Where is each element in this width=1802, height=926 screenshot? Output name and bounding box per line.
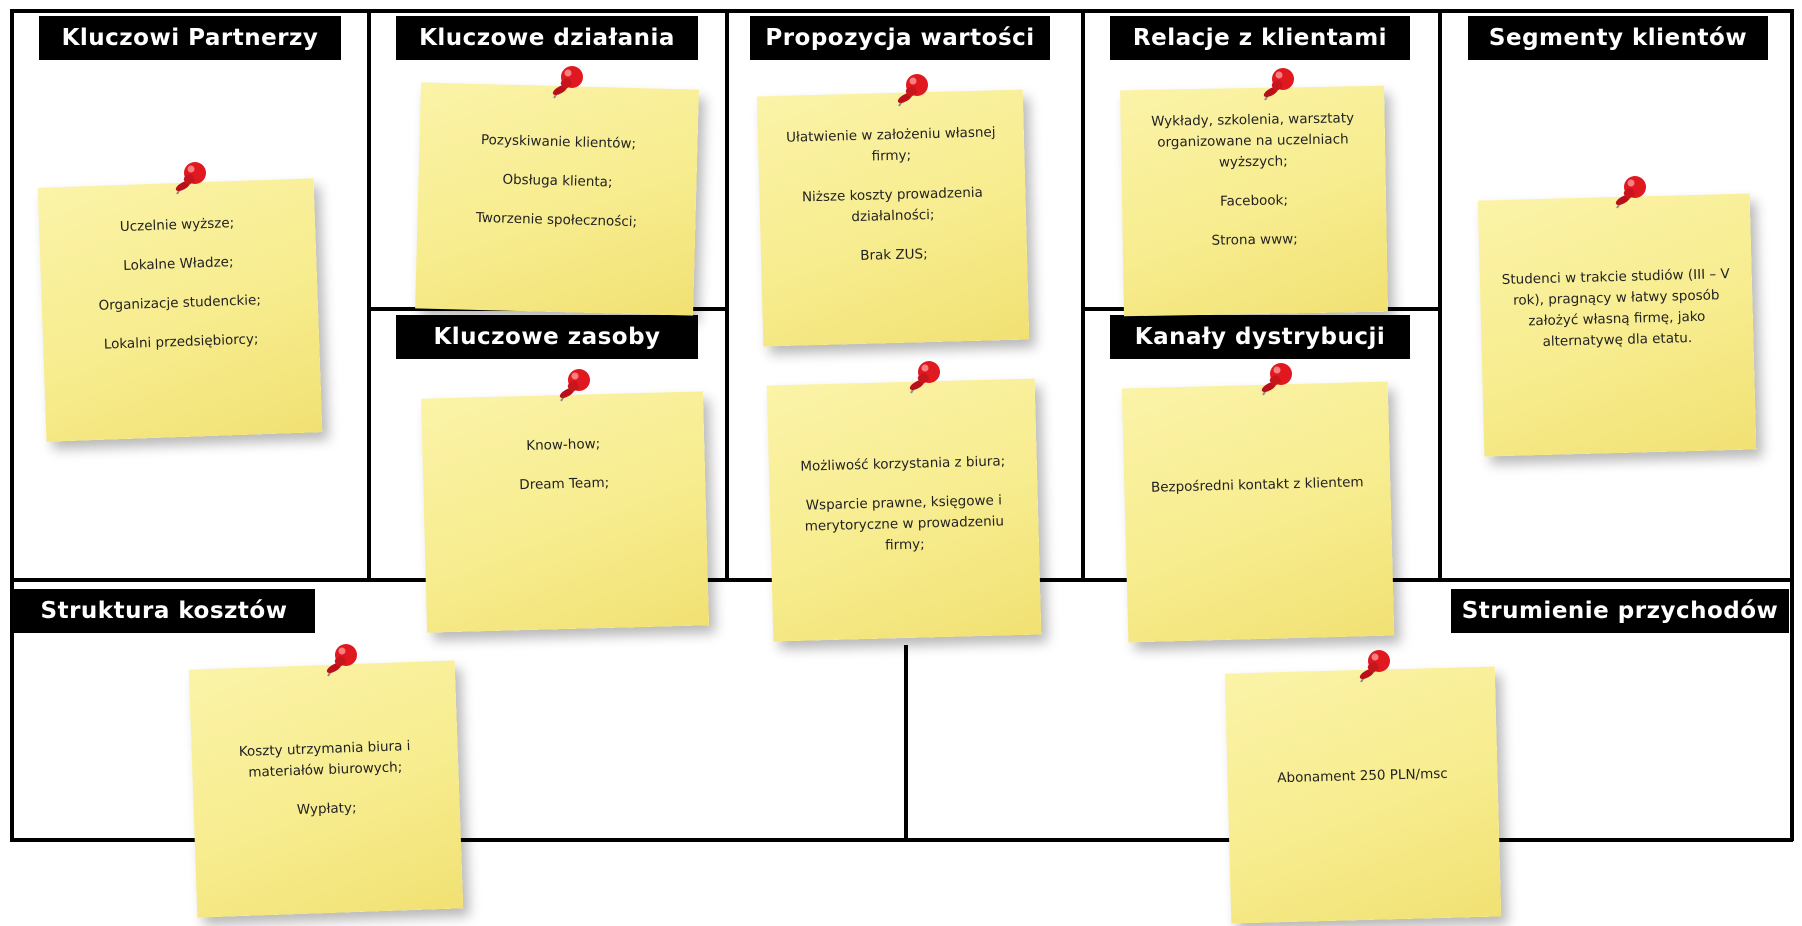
note-item: Koszty utrzymania biura i materiałów biu… [238,738,411,781]
note-item: Lokalne Władze; [123,254,234,274]
header-key-activities: Kluczowe działania [396,16,698,60]
note-item: Dream Team; [519,474,610,494]
top-border [10,9,1793,13]
note-item: Strona www; [1211,230,1298,249]
pushpin-icon [897,74,928,107]
note-item: Wsparcie prawne, księgowe i merytoryczne… [804,492,1005,554]
pushpin-icon [326,644,357,677]
header-key-partners: Kluczowi Partnerzy [39,16,341,60]
divider-v-bottom [904,645,908,841]
note-item: Know-how; [526,436,601,454]
note-item: Ułatwienie w założeniu własnej firmy; [785,124,996,165]
pushpin-icon [1615,176,1646,209]
divider-v4 [1438,9,1442,581]
note-item: Tworzenie społeczności; [475,209,638,230]
header-revenue-streams: Strumienie przychodów [1451,589,1789,633]
note-key-partners: Uczelnie wyższe; Lokalne Władze; Organiz… [37,178,323,442]
header-cost-structure: Struktura kosztów [13,589,315,633]
note-revenue-streams: Abonament 250 PLN/msc [1224,666,1502,924]
note-item: Lokalni przedsiębiorcy; [103,331,259,353]
note-item: Organizacje studenckie; [98,292,262,314]
pushpin-icon [1359,650,1390,683]
pushpin-icon [909,361,940,394]
note-item: Pozyskiwanie klientów; [480,131,637,153]
note-item: Wypłaty; [296,799,357,818]
pushpin-icon [175,162,206,195]
note-item: Możliwość korzystania z biura; [800,453,1006,475]
note-item: Brak ZUS; [860,245,928,264]
header-value-proposition: Propozycja wartości [750,16,1050,60]
header-customer-relationships: Relacje z klientami [1110,16,1410,60]
header-customer-segments: Segmenty klientów [1468,16,1768,60]
note-customer-segments: Studenci w trakcie studiów (III – V rok)… [1477,193,1757,457]
bottom-border [10,838,1793,842]
note-item: Obsługa klienta; [502,171,613,191]
divider-v1 [367,9,371,581]
note-channels: Bezpośredni kontakt z klientem [1121,381,1395,643]
note-customer-relationships: Wykłady, szkolenia, warsztaty organizowa… [1120,85,1388,317]
note-cost-structure: Koszty utrzymania biura i materiałów biu… [188,660,464,918]
right-border [1790,9,1794,841]
note-key-resources: Know-how; Dream Team; [420,391,710,633]
note-item: Bezpośredni kontakt z klientem [1150,474,1364,496]
pushpin-icon [1261,363,1292,396]
pushpin-icon [1263,68,1294,101]
header-channels: Kanały dystrybucji [1110,315,1410,359]
header-key-resources: Kluczowe zasoby [396,315,698,359]
note-key-activities: Pozyskiwanie klientów; Obsługa klienta; … [415,82,699,316]
left-border [10,9,14,841]
pushpin-icon [559,369,590,402]
note-item: Studenci w trakcie studiów (III – V rok)… [1501,266,1730,350]
pushpin-icon [552,66,583,99]
divider-v3 [1081,9,1085,581]
divider-v2 [725,9,729,581]
note-item: Uczelnie wyższe; [119,215,235,236]
note-item: Wykłady, szkolenia, warsztaty organizowa… [1150,110,1355,171]
note-item: Niższe koszty prowadzenia działalności; [801,184,984,225]
note-item: Abonament 250 PLN/msc [1277,765,1448,787]
note-item: Facebook; [1219,192,1289,210]
note-value-proposition-1: Ułatwienie w założeniu własnej firmy; Ni… [756,89,1030,347]
note-value-proposition-2: Możliwość korzystania z biura; Wsparcie … [766,378,1042,642]
